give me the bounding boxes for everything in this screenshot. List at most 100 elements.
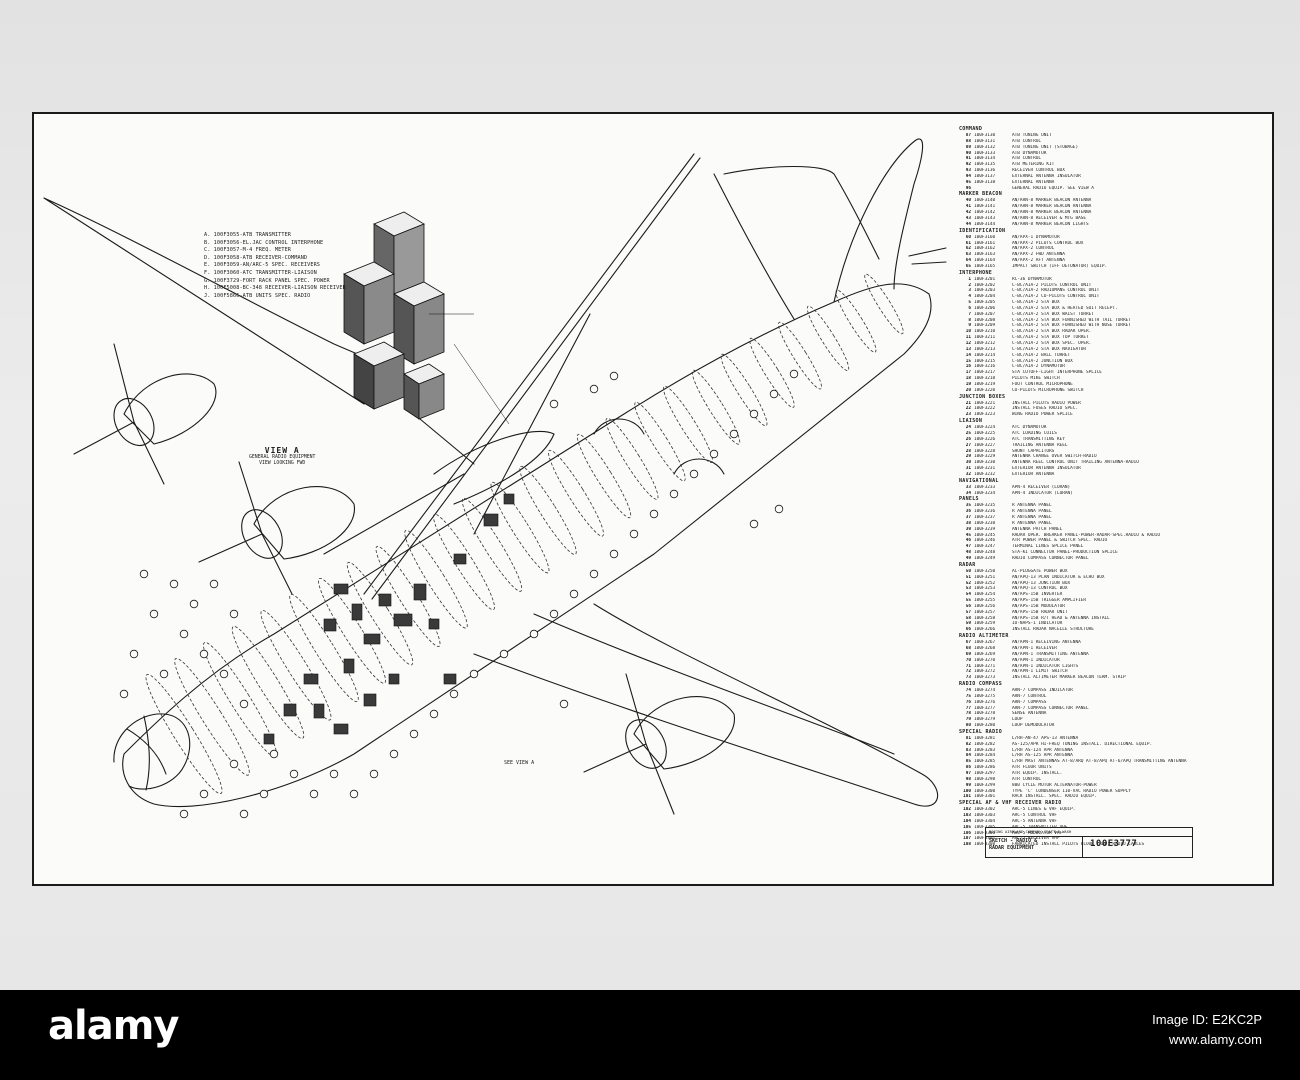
part-description: C-BC/AIA-2 PILOTS CONTROL UNIT (1012, 282, 1092, 288)
part-number: 36 (965, 509, 971, 515)
part-description: AN/APX-2 PILOTS CONTROL BOX (1012, 240, 1084, 246)
callout-balloon (499, 649, 509, 659)
part-description: RC-36 DYNAMOTOR (1012, 276, 1052, 282)
part-number: 33 (965, 484, 971, 490)
part-code: 100F3259 (974, 621, 996, 627)
part-number: 40 (965, 198, 971, 204)
part-number: 25 (965, 430, 971, 436)
part-description: IMPACT SWITCH (IFF DETONATOR) EQUIP. (1012, 263, 1108, 269)
see-view-note: SEE VIEW A (504, 760, 535, 766)
part-number: 81 (965, 735, 971, 741)
part-code: 100F3302 (974, 807, 996, 813)
equipment-box (333, 723, 349, 735)
part-code: 100F3220 (974, 387, 996, 393)
part-description: LOOP (1012, 717, 1023, 723)
equipment-box (378, 593, 392, 607)
callout-balloon (139, 569, 149, 579)
legend-line: J. 100F5866-ATB UNITS SPEC. RADIO (204, 292, 311, 299)
equipment-box (483, 513, 499, 527)
equipment-box (333, 583, 349, 595)
part-description: FABRICATED INSTALL PILOTS FLOOR (RAU) RA… (1012, 842, 1145, 848)
part-number: 88 (965, 138, 971, 144)
part-code: 100F3267 (974, 640, 996, 646)
fuselage-frame (318, 577, 386, 684)
part-description: TYPE 'C' CONDENSER 110-VAC RADIO POWER S… (1012, 788, 1131, 794)
propeller-2c (261, 533, 293, 595)
part-code: 100F3254 (974, 592, 996, 598)
part-description: C-BC/AIA-2 RADIOMANS CONTROL UNIT (1012, 288, 1100, 294)
callout-balloon (289, 769, 299, 779)
callout-balloon (769, 389, 779, 399)
part-code: 100F3275 (974, 693, 996, 699)
part-description: FOOT CONTROL MICROPHONE (1012, 381, 1073, 387)
part-number: 57 (965, 609, 971, 615)
equipment-box (453, 553, 467, 565)
view-a-title: VIEW A (264, 446, 300, 455)
fuselage-frame (260, 609, 332, 721)
part-description: C-BC/AIA-2 STA BOX NAVIGATOR (1012, 346, 1087, 352)
fuselage-frame (346, 561, 414, 666)
tail-fin-leading (713, 173, 795, 320)
equipment-box (343, 658, 355, 674)
part-number: 10 (965, 329, 971, 335)
part-code: 100F3304 (974, 818, 996, 824)
part-description: ARN-7 COMPASS CONNECTOR PANEL (1012, 705, 1089, 711)
part-description: EXTERNAL ANTENNA (1012, 179, 1055, 185)
part-code: 100F3217 (974, 370, 996, 376)
part-description: AN/APN-1 TRANSMITTING ANTENNA (1012, 651, 1089, 657)
part-description: RECEIVER CONTROL BOX (1012, 168, 1065, 174)
fuselage-frame (835, 289, 877, 353)
part-code: 100F3234 (974, 490, 996, 496)
part-number: 55 (965, 598, 971, 604)
part-number: 68 (965, 645, 971, 651)
propeller-3c (645, 743, 675, 815)
part-code: 100F3246 (974, 538, 996, 544)
equipment-box (503, 493, 515, 505)
parts-section-heading: JUNCTION BOXES (959, 393, 1006, 400)
part-number: 80 (965, 723, 971, 729)
callout-balloon (199, 789, 209, 799)
equipment-box (363, 693, 377, 707)
callout-balloon (369, 769, 379, 779)
part-code: 100F3278 (974, 711, 996, 717)
part-number: 37 (965, 515, 971, 521)
parts-section-heading: PANELS (959, 496, 979, 503)
part-description: C-BC/AIA-2 STA BOX WAIST TURRET (1012, 311, 1094, 317)
part-code: 100F3219 (974, 381, 996, 387)
part-number: 106 (963, 830, 971, 836)
part-description: AS-125/APR HI-FREQ TUNING INSTALL. DIREC… (1012, 741, 1153, 747)
antenna-wire-2 (413, 413, 475, 465)
part-number: 6 (968, 305, 971, 311)
callout-balloon (729, 429, 739, 439)
part-code: 100F3205 (974, 300, 996, 306)
callout-balloon (259, 789, 269, 799)
part-code: 100F3281 (974, 735, 996, 741)
part-description: INSTALL ALTIMETER MARKER BEACON TERM. ST… (1012, 675, 1126, 681)
part-code: 100F3137 (974, 173, 996, 179)
part-number: 24 (965, 425, 971, 431)
part-description: ARC-5 CONTROL VHF (1012, 813, 1057, 819)
equipment-box (351, 603, 363, 621)
part-number: 89 (965, 144, 971, 150)
part-number: 60 (965, 234, 971, 240)
fuselage-frame (634, 401, 686, 482)
part-code: 100F3203 (974, 288, 996, 294)
